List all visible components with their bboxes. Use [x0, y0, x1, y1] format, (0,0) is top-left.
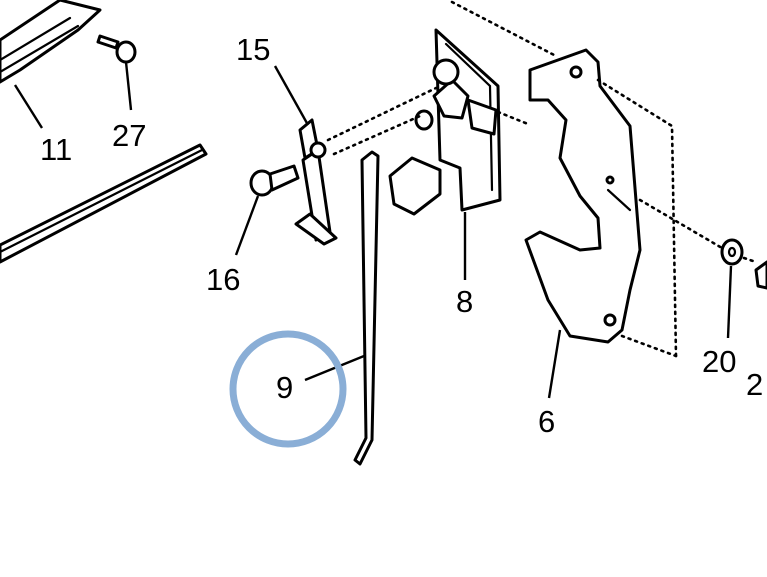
- part-6-cover-plate: [524, 48, 642, 344]
- leader-20: [726, 265, 733, 339]
- assembly-lines: [326, 0, 758, 358]
- callout-8: 8: [456, 284, 473, 319]
- part-20-washer: [720, 238, 744, 266]
- highlight-ring: [229, 330, 347, 448]
- leader-16: [234, 195, 260, 256]
- callout-16: 16: [206, 262, 240, 297]
- callout-11: 11: [40, 132, 72, 167]
- part-27-bolt: [96, 34, 137, 64]
- part-11-rail: [0, 0, 102, 84]
- callout-9: 9: [276, 370, 293, 405]
- part-16-screw: [249, 164, 300, 197]
- leader-11: [13, 84, 44, 129]
- long-bar: [0, 143, 208, 264]
- part-8-latch: [388, 28, 502, 216]
- part-edge-nut: [754, 260, 767, 290]
- callout-15: 15: [236, 32, 270, 67]
- leader-9: [304, 354, 365, 382]
- callout-6: 6: [538, 404, 555, 439]
- leader-6: [547, 329, 562, 399]
- callout-20: 20: [702, 344, 736, 379]
- leader-27: [124, 61, 133, 111]
- leader-15: [273, 65, 310, 126]
- callout-2x: 2: [746, 367, 763, 402]
- callout-27: 27: [112, 118, 146, 153]
- part-9-rod: [353, 150, 380, 466]
- part-15-latch-bracket: [294, 118, 338, 246]
